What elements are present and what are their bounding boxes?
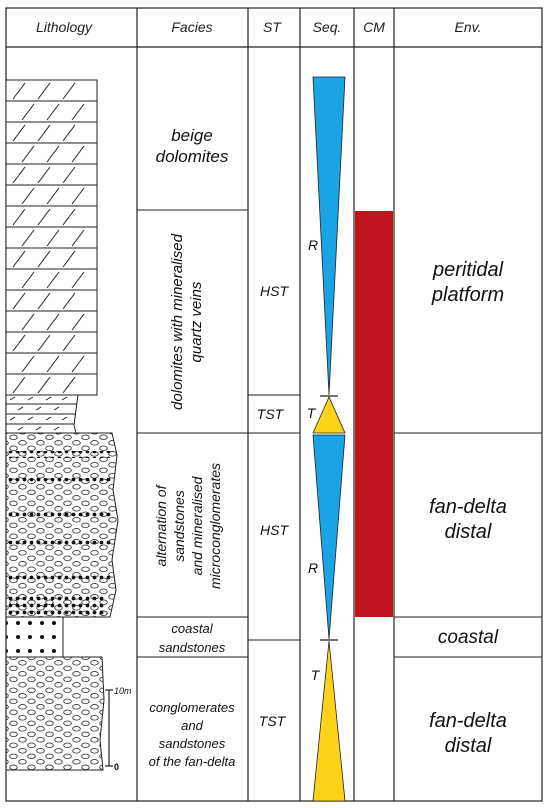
header-facies: Facies — [171, 19, 212, 35]
dolomite-ticks — [12, 82, 85, 394]
facies-alt-line4: microconglomerates — [207, 463, 223, 589]
facies-alt-line2: sandstones — [171, 490, 187, 562]
seq-t-lower: T — [311, 667, 321, 683]
scale-bottom-label: 0 — [114, 762, 119, 772]
facies-veins-line2: quartz veins — [188, 281, 205, 362]
env-coastal: coastal — [438, 627, 499, 648]
st-hst-lower: HST — [260, 522, 289, 538]
facies-boundaries — [137, 209, 248, 658]
header-env: Env. — [455, 19, 482, 35]
st-boundaries — [248, 394, 300, 641]
facies-alt-line1: alternation of — [153, 483, 169, 566]
env-fandelta-line1: fan-delta — [429, 496, 507, 518]
env-fandelta-line2: distal — [445, 521, 492, 543]
fan-delta-conglomerate-interval — [5, 656, 105, 771]
sandstone-microconglomerate-interval — [5, 432, 119, 618]
facies-coastal-line1: coastal — [171, 621, 213, 636]
facies-fan-line1: conglomerates — [149, 700, 235, 715]
header-lithology: Lithology — [36, 19, 93, 35]
coastal-sandstone-interval — [5, 616, 64, 658]
lithology-column: 10m 0 — [5, 79, 132, 772]
sequence-column: R T R T — [307, 76, 346, 802]
header-seq: Seq. — [313, 19, 342, 35]
sandstone-dot-bands — [8, 451, 112, 616]
header-st: ST — [263, 19, 282, 35]
cm-bar — [355, 211, 393, 617]
marly-interval — [5, 394, 79, 434]
seq-r-upper: R — [308, 237, 318, 253]
regressive-triangle-lower — [312, 434, 346, 640]
table-grid — [5, 7, 543, 802]
scale-bar — [105, 689, 113, 767]
transgressive-triangle-upper — [312, 396, 346, 434]
regressive-triangle-upper — [312, 76, 346, 396]
env-fandelta2-line2: distal — [445, 735, 492, 757]
st-tst-upper: TST — [257, 406, 285, 422]
env-peritidal-line1: peritidal — [432, 259, 504, 281]
seq-r-lower: R — [308, 560, 318, 576]
facies-fan-line4: of the fan-delta — [149, 754, 236, 769]
facies-beige-line2: dolomites — [156, 147, 229, 166]
scale-top-label: 10m — [114, 686, 132, 696]
transgressive-triangle-lower — [312, 640, 346, 802]
seq-t-upper: T — [307, 405, 317, 421]
env-fandelta2-line1: fan-delta — [429, 710, 507, 732]
facies-coastal-line2: sandstones — [159, 640, 226, 655]
facies-veins-line1: dolomites with mineralised — [169, 233, 186, 410]
header-row: Lithology Facies ST Seq. CM Env. — [36, 19, 482, 35]
dolomite-beds — [5, 79, 98, 396]
st-hst-upper: HST — [260, 283, 289, 299]
systems-tract-labels: HST TST HST TST — [257, 283, 290, 729]
facies-fan-line2: and — [181, 718, 203, 733]
facies-alt-line3: and mineralised — [189, 475, 205, 575]
facies-labels: beige dolomites dolomites with mineralis… — [149, 126, 236, 769]
header-cm: CM — [363, 19, 385, 35]
st-tst-lower: TST — [259, 713, 287, 729]
env-boundaries — [394, 432, 542, 658]
facies-beige-line1: beige — [171, 126, 213, 145]
facies-fan-line3: sandstones — [159, 736, 226, 751]
environment-labels: peritidal platform fan-delta distal coas… — [429, 259, 507, 757]
env-peritidal-line2: platform — [431, 284, 504, 306]
